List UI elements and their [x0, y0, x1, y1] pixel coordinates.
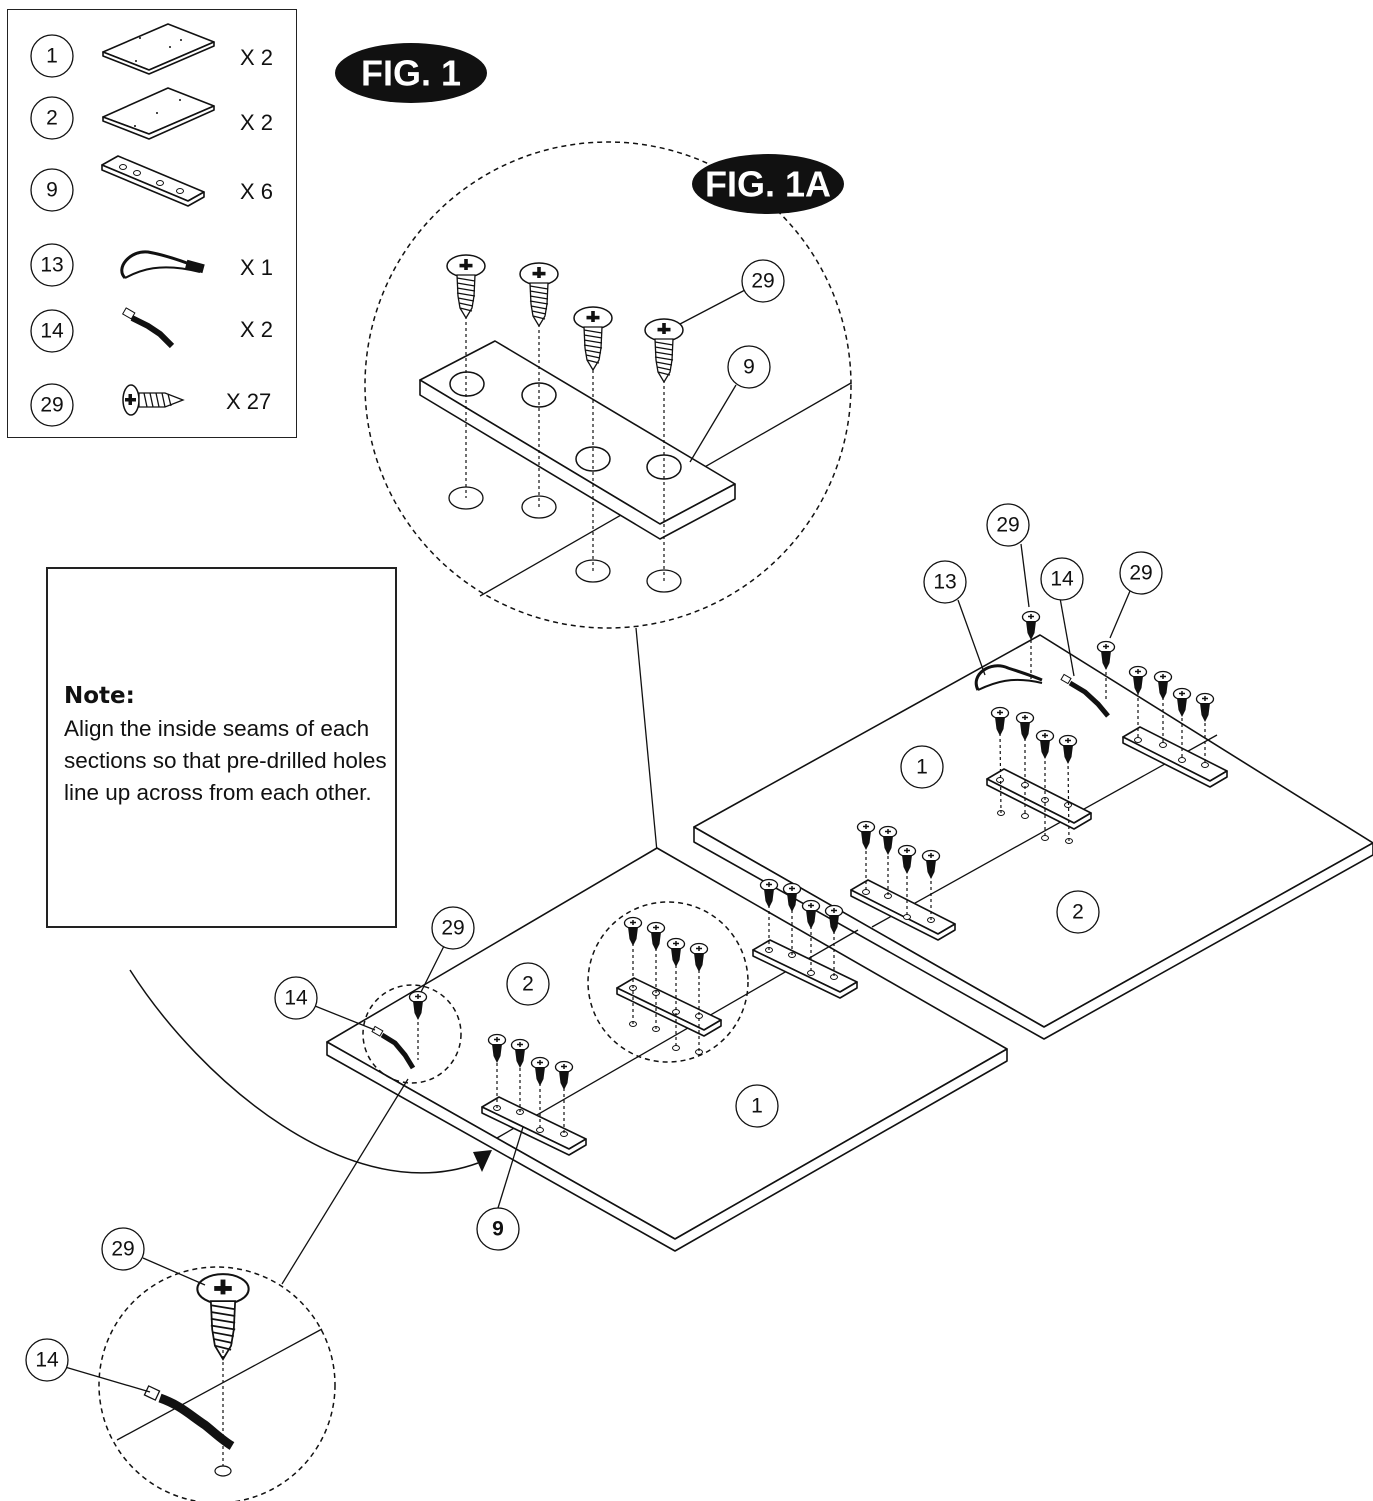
screw-icon	[122, 384, 185, 416]
right-panel-assembly: 13 29 14 29 1 2	[693, 503, 1373, 1040]
fig1-text: FIG. 1	[361, 53, 461, 94]
left-callout-14: 14	[284, 987, 308, 1010]
part-14-callout: 14	[30, 309, 74, 353]
part-1-qty: X 2	[240, 45, 274, 70]
fig1a-callout-9: 9	[743, 356, 755, 379]
note-box: Note: Align the inside seams of each sec…	[46, 567, 397, 928]
parts-list-panel: X 2 X 2 X 6 X 1 X 2 X 27	[7, 9, 297, 438]
part-29-qty: X 27	[226, 389, 272, 414]
left-callout-2: 2	[522, 973, 534, 996]
parts-list-callouts: 1 2 9 13 14 29	[30, 23, 215, 427]
part-9-callout: 9	[30, 168, 74, 212]
detail-circle-strap: 14 29	[25, 1227, 336, 1501]
part-2-number: 2	[46, 107, 58, 130]
part-13-callout: 13	[30, 243, 74, 287]
detail-callout-14: 14	[35, 1349, 59, 1372]
fig1a-callout-29: 29	[751, 270, 774, 293]
right-callout-2: 2	[1072, 901, 1084, 924]
fig1-label: FIG. 1	[335, 43, 487, 103]
left-callout-1: 1	[751, 1095, 763, 1118]
part-14-qty: X 2	[240, 317, 274, 342]
detail-circle-fig1a: 29 9 FIG. 1A	[364, 141, 852, 629]
curved-arrow	[129, 969, 492, 1174]
top-panel-icon	[102, 23, 215, 75]
right-callout-13: 13	[933, 571, 956, 594]
left-callout-9-bold: 9	[492, 1218, 504, 1241]
part-2-callout: 2	[30, 96, 74, 140]
left-callout-29: 29	[441, 917, 464, 940]
part-9-qty: X 6	[240, 179, 274, 204]
note-title: Note:	[64, 683, 135, 709]
left-panel-assembly: 2 1 29 14 9	[274, 847, 1008, 1252]
right-callout-1: 1	[916, 756, 928, 779]
part-13-number: 13	[40, 254, 63, 277]
right-callout-29a: 29	[996, 514, 1019, 537]
right-callout-29b: 29	[1129, 562, 1152, 585]
detail-callout-29: 29	[111, 1238, 134, 1261]
part-1-callout: 1	[30, 34, 74, 78]
part-14-number: 14	[40, 320, 64, 343]
part-2-qty: X 2	[240, 110, 274, 135]
part-29-number: 29	[40, 394, 63, 417]
part-29-callout: 29	[30, 383, 74, 427]
note-body: Align the inside seams of each sections …	[64, 716, 387, 805]
fig1a-text: FIG. 1A	[705, 164, 831, 205]
small-strap-icon	[121, 307, 175, 349]
bottom-panel-icon	[102, 87, 215, 140]
strap-icon	[120, 250, 205, 280]
connector-plate-icon	[101, 155, 205, 207]
part-9-number: 9	[46, 179, 58, 202]
right-callout-14: 14	[1050, 568, 1074, 591]
part-13-qty: X 1	[240, 255, 274, 280]
part-1-number: 1	[46, 45, 58, 68]
